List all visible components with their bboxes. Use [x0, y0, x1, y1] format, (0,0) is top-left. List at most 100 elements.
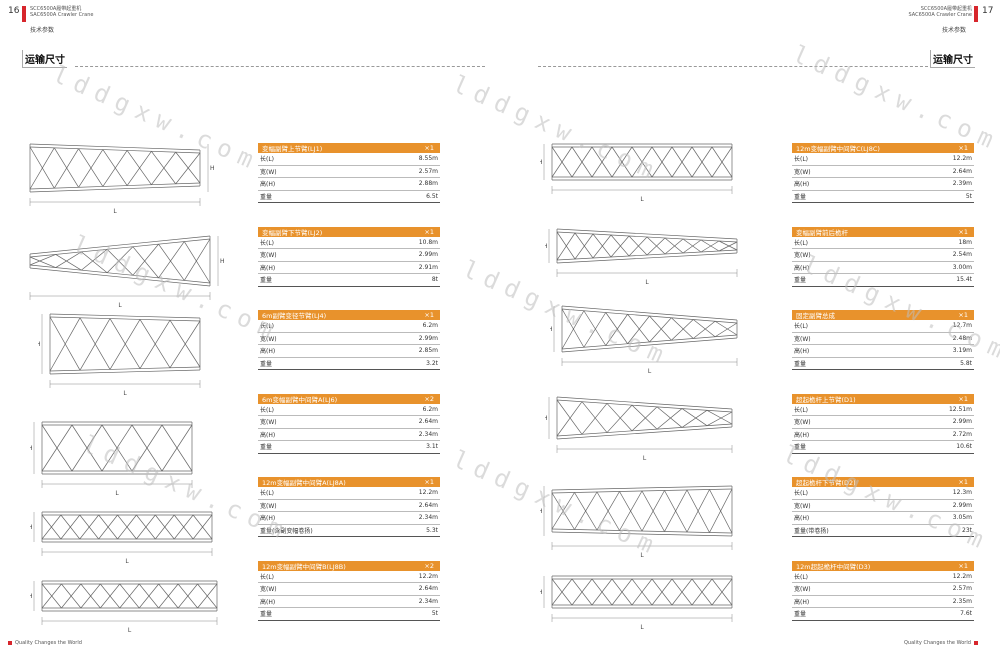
spec-row: 高(H)2.39m [792, 178, 974, 191]
spec-value: 10.6t [956, 443, 972, 451]
spec-value: 3.00m [952, 263, 972, 271]
spec-label: 重量 [794, 277, 807, 285]
svg-text:L: L [118, 302, 122, 309]
svg-text:H: H [545, 243, 548, 250]
part-name: 变幅副臂前后桅杆 [796, 228, 848, 237]
spec-label: 宽(W) [794, 586, 811, 594]
part-quantity: ×1 [958, 561, 968, 570]
part-quantity: ×2 [424, 394, 434, 403]
spec-value: 6.2m [422, 322, 438, 330]
spec-table-header: 12m变幅副臂中间臂A(LJ8A)×1 [258, 477, 440, 487]
spec-label: 重量 [260, 193, 273, 201]
spec-label: 长(L) [260, 323, 275, 331]
spec-label: 高(H) [260, 598, 276, 606]
spec-value: 2.99m [418, 251, 438, 259]
spec-label: 高(H) [794, 431, 810, 439]
spec-label: 宽(W) [260, 502, 277, 510]
spec-value: 2.57m [418, 167, 438, 175]
part-name: 超起桅杆上节臂(D1) [796, 395, 856, 404]
spec-label: 长(L) [794, 490, 809, 498]
spec-label: 长(L) [260, 406, 275, 414]
spec-row: 宽(W)2.99m [258, 333, 440, 345]
header-model: SCC6500A履带起重机 SAC6500A Crawler Crane [30, 6, 94, 18]
spec-label: 长(L) [260, 490, 275, 498]
part-quantity: ×2 [424, 561, 434, 570]
spec-label: 重量 [260, 611, 273, 619]
header-model: SCC6500A履带起重机 SAC6500A Crawler Crane [906, 6, 973, 18]
spec-value: 12.2m [952, 572, 972, 580]
spec-row: 宽(W)2.64m [258, 500, 440, 512]
spec-row: 高(H)2.35m [792, 596, 974, 608]
spec-label: 重量 [794, 444, 807, 452]
spec-value: 7.6t [960, 610, 972, 618]
part-name: 6m副臂变径节臂(LJ4) [262, 312, 327, 320]
page-number: 17 [982, 6, 994, 16]
spec-value: 3.19m [952, 347, 972, 355]
part-quantity: ×1 [958, 227, 968, 236]
spec-value: 2.54m [952, 251, 972, 259]
spec-value: 2.88m [418, 180, 438, 188]
spec-row: 重量 5t [258, 608, 440, 621]
section-title: 运输尺寸 [930, 50, 975, 68]
svg-text:H: H [38, 341, 41, 348]
svg-text:L: L [128, 627, 132, 634]
svg-text:L: L [640, 552, 644, 559]
spec-value: 18m [958, 238, 972, 246]
spec-row: 长(L)12.7m [792, 320, 974, 333]
part-name: 6m变幅副臂中间臂A(LJ6) [262, 395, 338, 404]
spec-label: 宽(W) [260, 252, 277, 260]
spec-row: 宽(W)2.48m [792, 333, 974, 345]
spec-value: 12.2m [418, 572, 438, 580]
spec-row: 长(L) 18m [792, 237, 974, 249]
spec-value: 2.72m [952, 430, 972, 438]
spec-value: 12.51m [948, 405, 972, 413]
part-quantity: ×1 [424, 227, 434, 236]
spec-label: 高(H) [794, 348, 810, 356]
section-title: 运输尺寸 [22, 50, 67, 68]
svg-text:H: H [540, 159, 543, 166]
footer: Quality Changes the World [8, 640, 82, 646]
spec-label: 高(H) [794, 515, 810, 523]
spec-value: 15.4t [956, 276, 972, 284]
model-en: SAC6500A Crawler Crane [30, 12, 94, 18]
spec-value: 2.99m [952, 418, 972, 426]
spec-row: 长(L)12.2m [792, 571, 974, 583]
spec-label: 重量 [260, 444, 273, 452]
header-subtitle: 技术参数 [30, 27, 55, 34]
part-quantity: ×1 [424, 144, 434, 152]
spec-value: 5t [431, 610, 438, 618]
svg-text:L: L [123, 390, 127, 397]
spec-label: 长(L) [794, 239, 809, 247]
spec-row: 长(L)6.2m [258, 404, 440, 416]
spec-label: 高(H) [794, 598, 810, 606]
section-divider [75, 66, 485, 67]
spec-value: 2.64m [952, 167, 972, 175]
spec-row: 宽(W) 2.57m [258, 166, 440, 178]
model-en: SAC6500A Crawler Crane [908, 12, 973, 18]
spec-value: 3.2t [426, 359, 438, 367]
spec-value: 2.34m [418, 597, 438, 605]
spec-value: 2.64m [418, 585, 438, 593]
spec-label: 重量 [794, 193, 807, 201]
spec-row: 高(H)2.91m [258, 262, 440, 274]
spec-label: 宽(W) [794, 335, 811, 343]
spec-label: 重量 [260, 277, 273, 285]
spec-value: 2.85m [418, 347, 438, 355]
spec-value: 2.39m [952, 180, 972, 188]
spec-label: 宽(W) [260, 335, 277, 343]
footer: Quality Changes the World [904, 640, 978, 646]
svg-text:L: L [640, 196, 644, 203]
spec-label: 宽(W) [260, 168, 277, 176]
spec-row: 重量(含副变幅卷扬)5.3t [258, 525, 440, 537]
spec-table-header: 变幅副臂下节臂(LJ2)×1 [258, 226, 440, 237]
